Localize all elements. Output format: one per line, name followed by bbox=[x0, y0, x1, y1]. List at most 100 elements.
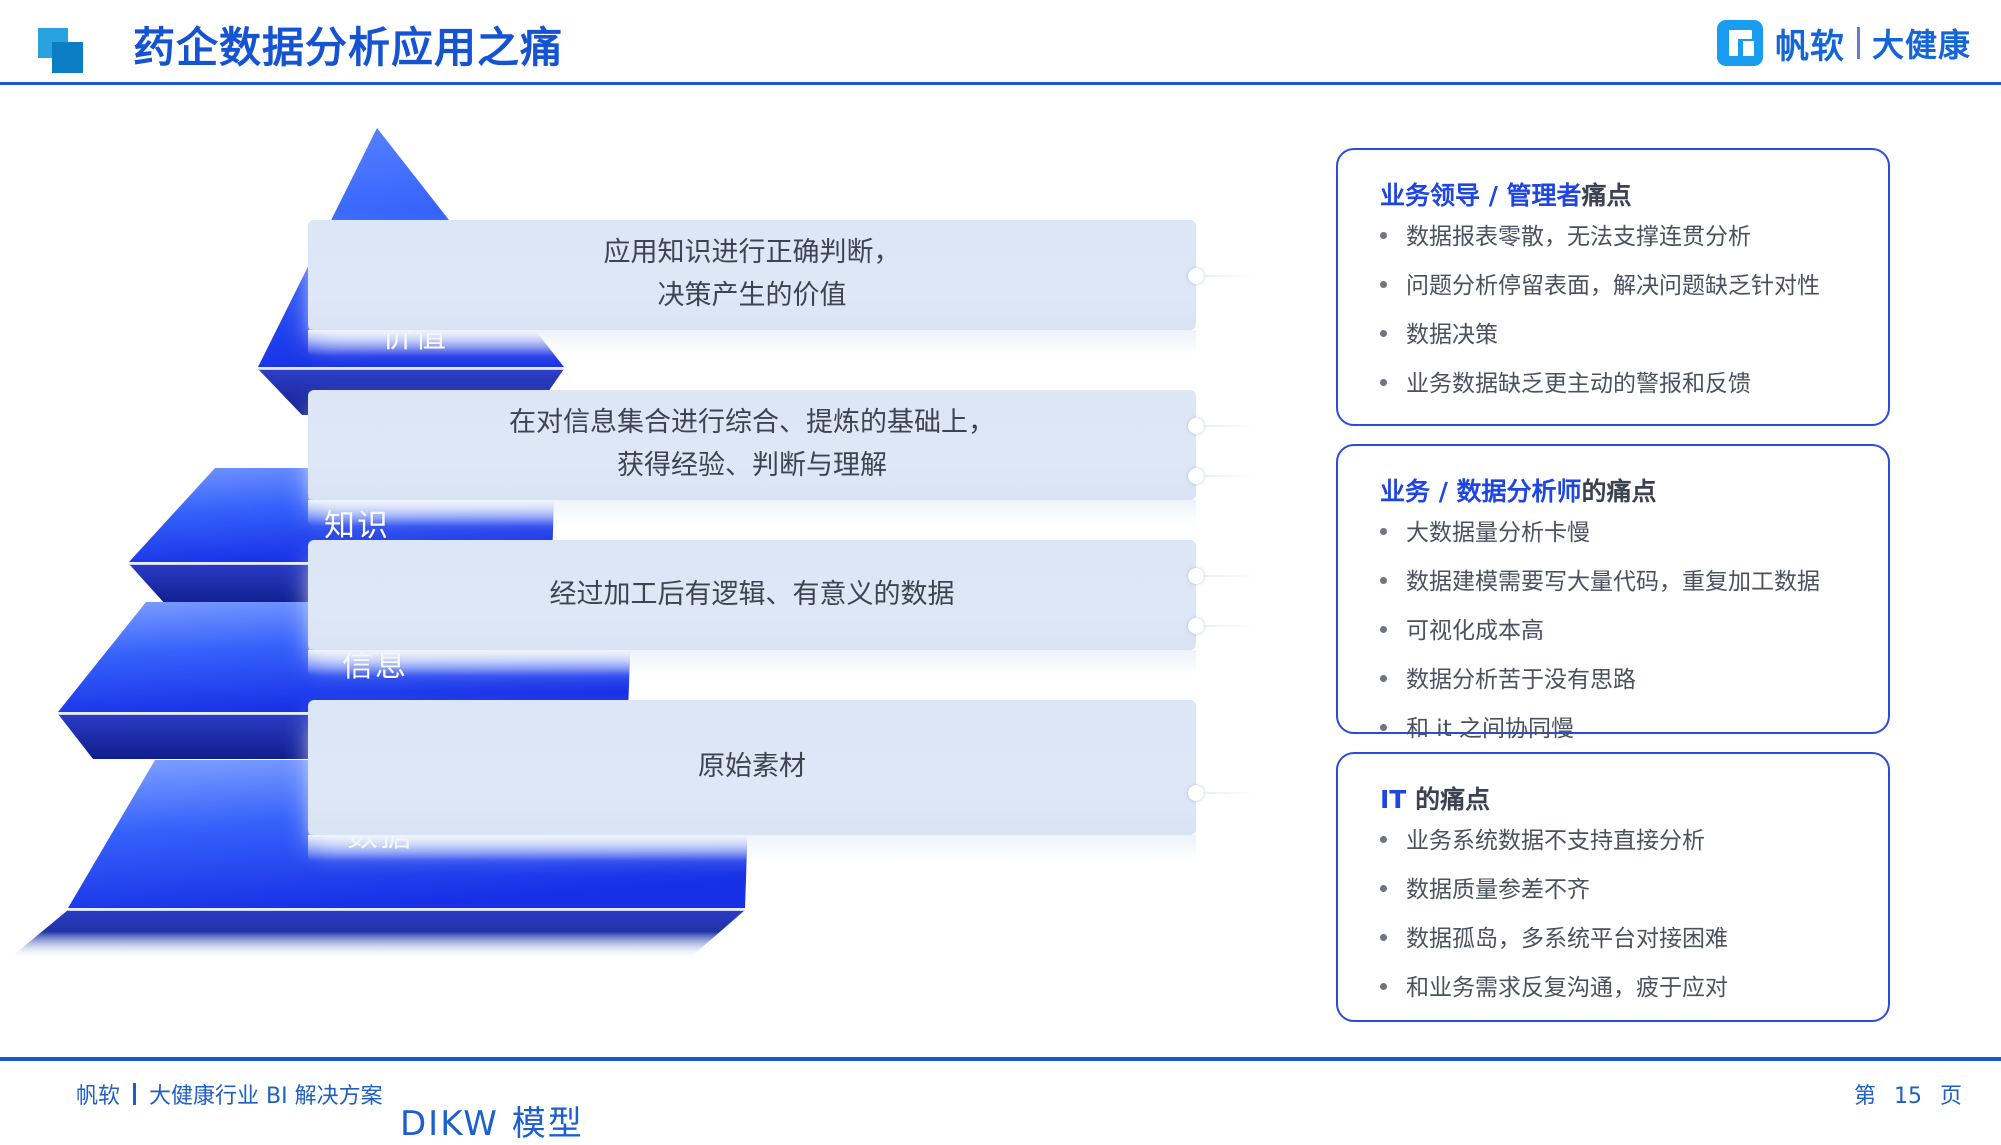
list-item-label: 业务数据缺乏更主动的警报和反馈 bbox=[1406, 371, 1751, 398]
brand-divider bbox=[1856, 27, 1860, 59]
list-item: 数据质量参差不齐 bbox=[1374, 875, 1868, 906]
bullet-icon bbox=[1380, 232, 1387, 239]
dikw-caption: DIKW 模型 bbox=[400, 1104, 584, 1144]
pyramid-desc-information-text: 经过加工后有逻辑、有意义的数据 bbox=[549, 578, 955, 610]
card-title: 业务领导 / 管理者痛点 bbox=[1380, 176, 1632, 212]
list-item: 业务系统数据不支持直接分析 bbox=[1374, 826, 1868, 857]
connector-dot bbox=[1188, 268, 1204, 284]
bullet-icon bbox=[1380, 330, 1387, 338]
square-front bbox=[52, 42, 83, 73]
list-item: 问题分析停留表面，解决问题缺乏针对性 bbox=[1374, 271, 1868, 302]
bullet-icon bbox=[1380, 983, 1387, 991]
connector-information-bottom bbox=[1188, 618, 1258, 634]
connector-value bbox=[1188, 268, 1258, 284]
list-item-label: 和业务需求反复沟通，疲于应对 bbox=[1406, 975, 1728, 1002]
list-item: 和 it 之间协同慢 bbox=[1374, 714, 1868, 745]
pyramid-desc-data: 原始素材 bbox=[308, 700, 1196, 861]
bullet-icon bbox=[1380, 724, 1387, 732]
pyramid-desc-value: 应用知识进行正确判断，决策产生的价值 bbox=[308, 220, 1196, 356]
card-title-highlight: 业务 / 数据分析师 bbox=[1380, 477, 1582, 506]
card-title-rest: 的痛点 bbox=[1406, 785, 1491, 814]
list-item: 大数据量分析卡慢 bbox=[1374, 518, 1868, 549]
pyramid-desc-information: 经过加工后有逻辑、有意义的数据 bbox=[308, 540, 1196, 676]
bullet-icon bbox=[1380, 626, 1387, 634]
bullet-icon bbox=[1380, 675, 1387, 683]
card-title: 业务 / 数据分析师的痛点 bbox=[1380, 472, 1657, 508]
footer-brand: 帆软 bbox=[76, 1084, 121, 1109]
footer-divider bbox=[0, 1057, 2001, 1061]
list-item-label: 问题分析停留表面，解决问题缺乏针对性 bbox=[1406, 273, 1820, 300]
bullet-icon bbox=[1380, 836, 1387, 843]
bullet-icon bbox=[1380, 379, 1387, 387]
list-item: 数据报表零散，无法支撑连贯分析 bbox=[1374, 222, 1868, 253]
connector-data bbox=[1188, 785, 1258, 801]
dikw-pyramid: 价值 知识 bbox=[0, 100, 1290, 1144]
card-item-list: 大数据量分析卡慢 数据建模需要写大量代码，重复加工数据 可视化成本高 数据分析苦… bbox=[1374, 518, 1868, 763]
list-item-label: 业务系统数据不支持直接分析 bbox=[1406, 828, 1705, 854]
list-item-label: 数据报表零散，无法支撑连贯分析 bbox=[1406, 224, 1751, 250]
list-item-label: 数据孤岛，多系统平台对接困难 bbox=[1406, 926, 1728, 953]
list-item-label: 和 it 之间协同慢 bbox=[1406, 716, 1575, 743]
list-item-label: 大数据量分析卡慢 bbox=[1406, 520, 1590, 546]
header-divider bbox=[0, 82, 2001, 85]
bullet-icon bbox=[1380, 577, 1387, 585]
list-item-label: 数据质量参差不齐 bbox=[1406, 877, 1590, 904]
bullet-icon bbox=[1380, 281, 1387, 289]
connector-knowledge-bottom bbox=[1188, 468, 1258, 484]
footer-brand-block: 帆软 大健康行业 BI 解决方案 bbox=[76, 1078, 383, 1110]
list-item: 数据分析苦于没有思路 bbox=[1374, 665, 1868, 696]
pyramid-desc-value-text: 应用知识进行正确判断，决策产生的价值 bbox=[603, 237, 901, 311]
connector-dot bbox=[1188, 468, 1204, 484]
card-title: IT 的痛点 bbox=[1380, 780, 1490, 816]
brand-logo: 帆软 大健康 bbox=[1716, 18, 1971, 68]
card-title-rest: 的痛点 bbox=[1581, 477, 1657, 506]
connector-knowledge-top bbox=[1188, 418, 1258, 434]
connector-line bbox=[1203, 792, 1258, 794]
list-item-label: 数据决策 bbox=[1406, 322, 1498, 349]
connector-line bbox=[1203, 575, 1258, 577]
page-number: 15 bbox=[1893, 1084, 1922, 1109]
connector-line bbox=[1203, 275, 1258, 277]
slide-header: 药企数据分析应用之痛 帆软 大健康 bbox=[0, 0, 2001, 85]
page-title: 药企数据分析应用之痛 bbox=[133, 23, 564, 72]
list-item: 数据孤岛，多系统平台对接困难 bbox=[1374, 924, 1868, 955]
bullet-icon bbox=[1380, 934, 1387, 942]
connector-line bbox=[1203, 625, 1258, 627]
list-item: 业务数据缺乏更主动的警报和反馈 bbox=[1374, 369, 1868, 400]
list-item: 数据决策 bbox=[1374, 320, 1868, 351]
connector-line bbox=[1203, 425, 1258, 427]
list-item: 和业务需求反复沟通，疲于应对 bbox=[1374, 973, 1868, 1004]
pyramid-desc-knowledge-text: 在对信息集合进行综合、提炼的基础上，获得经验、判断与理解 bbox=[509, 407, 995, 481]
two-squares-icon bbox=[38, 28, 86, 73]
pyramid-desc-data-text: 原始素材 bbox=[698, 751, 806, 783]
page-suffix: 页 bbox=[1939, 1084, 1962, 1109]
list-item-label: 可视化成本高 bbox=[1406, 618, 1544, 645]
card-business-leader[interactable]: 业务领导 / 管理者痛点 数据报表零散，无法支撑连贯分析 问题分析停留表面，解决… bbox=[1336, 148, 1890, 426]
bullet-icon bbox=[1380, 528, 1387, 535]
card-item-list: 数据报表零散，无法支撑连贯分析 问题分析停留表面，解决问题缺乏针对性 数据决策 … bbox=[1374, 222, 1868, 418]
card-title-highlight: IT bbox=[1380, 785, 1407, 814]
list-item-label: 数据建模需要写大量代码，重复加工数据 bbox=[1406, 569, 1820, 596]
connector-line bbox=[1203, 475, 1258, 477]
list-item: 数据建模需要写大量代码，重复加工数据 bbox=[1374, 567, 1868, 598]
footer-separator bbox=[133, 1083, 137, 1105]
brand-sub: 大健康 bbox=[1871, 26, 1971, 64]
connector-dot bbox=[1188, 418, 1204, 434]
card-it[interactable]: IT 的痛点 业务系统数据不支持直接分析 数据质量参差不齐 数据孤岛，多系统平台… bbox=[1336, 752, 1890, 1022]
list-item: 可视化成本高 bbox=[1374, 616, 1868, 647]
footer-subtitle: 大健康行业 BI 解决方案 bbox=[149, 1084, 383, 1109]
connector-dot bbox=[1188, 618, 1204, 634]
page-prefix: 第 bbox=[1853, 1084, 1876, 1109]
pyramid-desc-knowledge: 在对信息集合进行综合、提炼的基础上，获得经验、判断与理解 bbox=[308, 390, 1196, 526]
page-indicator: 第 15 页 bbox=[1845, 1078, 1971, 1110]
card-business-analyst[interactable]: 业务 / 数据分析师的痛点 大数据量分析卡慢 数据建模需要写大量代码，重复加工数… bbox=[1336, 444, 1890, 742]
connector-dot bbox=[1188, 568, 1204, 584]
fanruan-logo-icon bbox=[1716, 20, 1763, 66]
list-item-label: 数据分析苦于没有思路 bbox=[1406, 667, 1636, 694]
brand-name: 帆软 bbox=[1774, 26, 1845, 67]
bullet-icon bbox=[1380, 885, 1387, 893]
card-item-list: 业务系统数据不支持直接分析 数据质量参差不齐 数据孤岛，多系统平台对接困难 和业… bbox=[1374, 826, 1868, 1022]
card-title-rest: 痛点 bbox=[1581, 181, 1632, 210]
connector-dot bbox=[1188, 785, 1204, 801]
